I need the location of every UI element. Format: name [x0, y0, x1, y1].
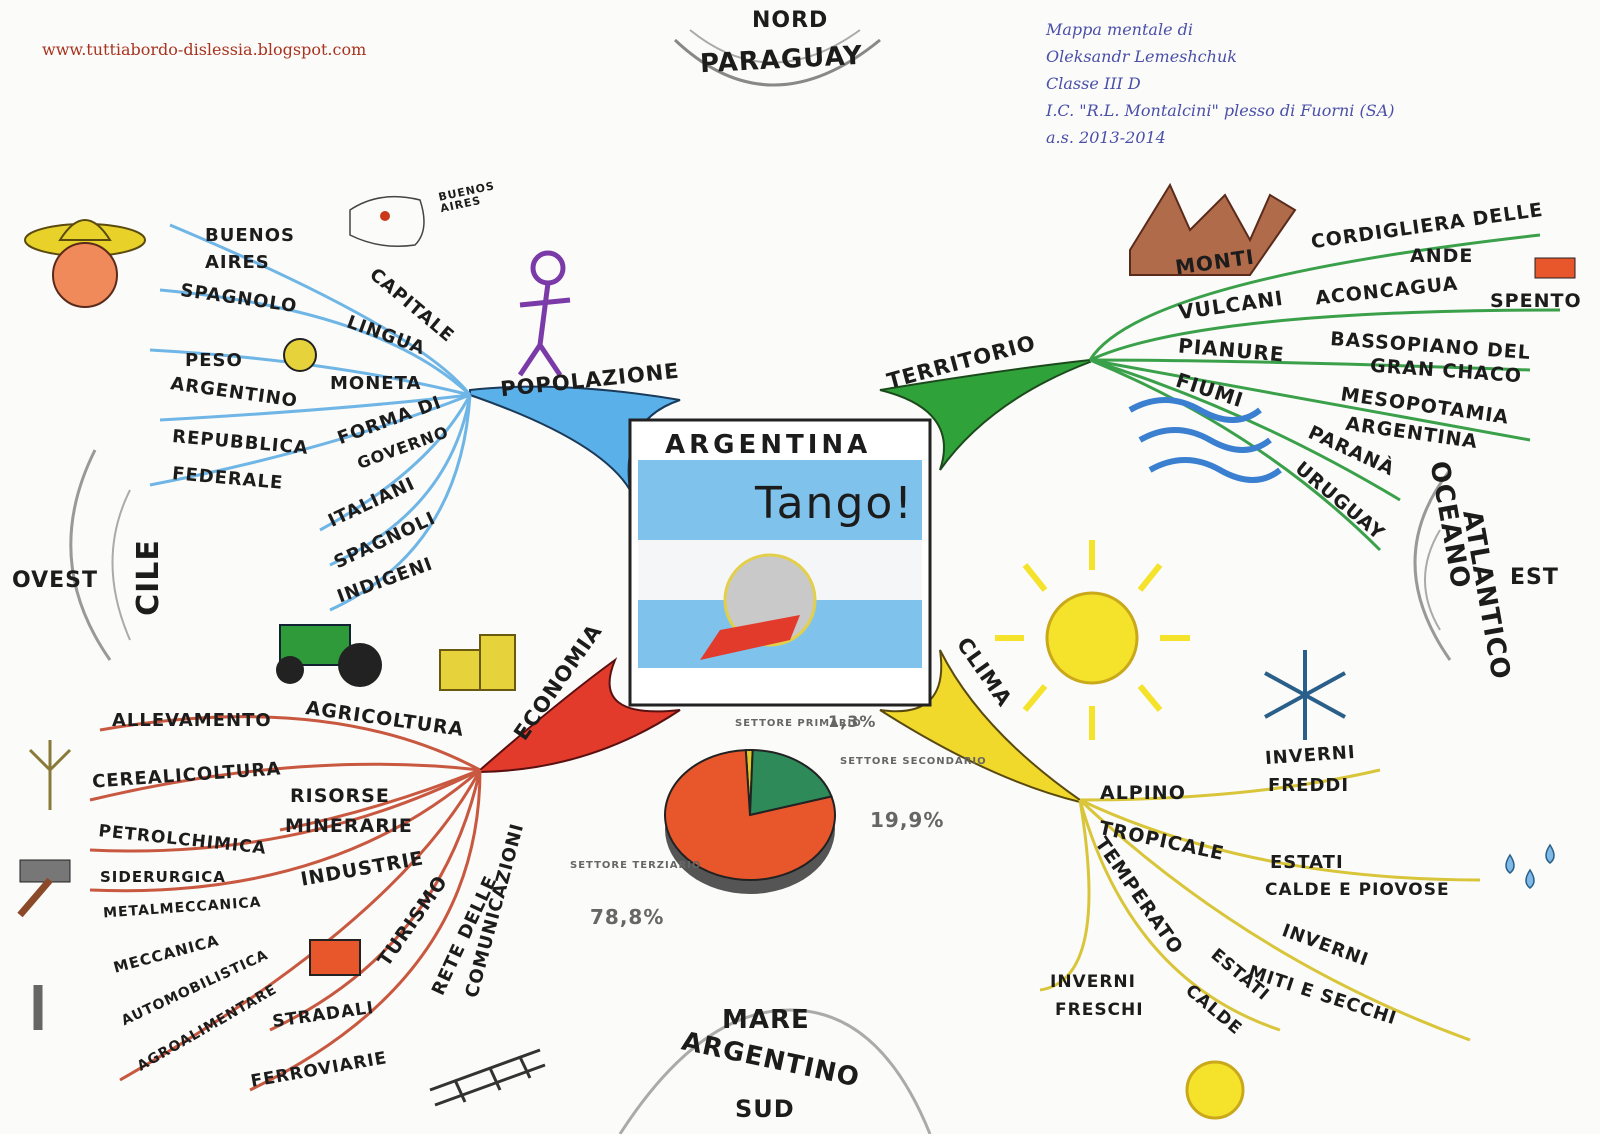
eco-item: RISORSE — [290, 785, 390, 807]
tractor-icon — [276, 624, 382, 687]
economia-wedge — [479, 657, 681, 774]
clima-detail: CALDE E PIOVOSE — [1265, 880, 1450, 900]
economy-pie-chart — [664, 749, 836, 894]
pie-value-primary: 1,3% — [828, 712, 877, 731]
pie-value-tertiary: 78,8% — [590, 905, 665, 929]
north-arc — [673, 38, 881, 87]
pie-label-secondary: SETTORE SECONDARIO — [840, 756, 987, 767]
south-arc — [618, 1008, 932, 1134]
terr-detail: ANDE — [1410, 245, 1474, 267]
buenos-aires-map — [349, 195, 425, 247]
east-label: EST — [1510, 565, 1559, 590]
economia-branches — [89, 715, 482, 1092]
water-icon — [1128, 397, 1262, 423]
eco-item: MINERARIE — [285, 815, 413, 837]
south-label: SUD — [735, 1095, 795, 1123]
pie-value-secondary: 19,9% — [870, 808, 945, 832]
sun-rays — [995, 540, 1190, 740]
raindrops-icon — [1505, 843, 1555, 889]
clima-detail: FREDDI — [1268, 775, 1350, 796]
center-caption: Tango! — [755, 478, 914, 529]
west-arc — [69, 449, 112, 661]
small-sun-icon — [1185, 1060, 1245, 1120]
territorio-wedge — [879, 358, 1091, 471]
blog-url[interactable]: www.tuttiabordo-dislessia.blogspot.com — [42, 40, 367, 59]
clima-item: ALPINO — [1100, 782, 1186, 804]
volcano-label-icon — [1534, 257, 1576, 279]
sun-icon — [1045, 591, 1139, 685]
credits: Mappa mentale di Oleksandr Lemeshchuk Cl… — [1046, 16, 1395, 151]
pop-detail: PESO — [185, 350, 243, 371]
pop-detail: BUENOS — [205, 225, 295, 246]
flag-top-band — [638, 460, 922, 540]
eco-detail: ALLEVAMENTO — [112, 710, 272, 731]
west-label: OVEST — [12, 568, 99, 593]
clima-detail: FRESCHI — [1055, 1000, 1144, 1020]
pop-detail: AIRES — [205, 252, 270, 273]
snowflake-icon — [1264, 650, 1346, 740]
pie-label-tertiary: SETTORE TERZIARIO — [570, 860, 702, 871]
pie-label-primary: SETTORE PRIMARIO — [735, 718, 862, 729]
person-icon — [517, 250, 571, 377]
clima-branches — [1039, 768, 1481, 1042]
mountain-icon — [1129, 182, 1297, 276]
clima-detail: ESTATI — [1270, 852, 1344, 873]
hammer-icon — [17, 859, 71, 918]
terr-detail: SPENTO — [1490, 290, 1582, 312]
eco-detail: SIDERURGICA — [100, 868, 226, 886]
credit-line: Mappa mentale di — [1046, 20, 1193, 39]
credit-line: I.C. "R.L. Montalcini" plesso di Fuorni … — [1046, 101, 1395, 120]
gaucho-face-icon — [24, 219, 146, 308]
south-sea-1: MARE — [722, 1005, 810, 1035]
east-arc — [1413, 469, 1452, 661]
credit-line: Classe III D — [1046, 74, 1141, 93]
tango-dress — [700, 615, 800, 660]
credit-line: Oleksandr Lemeshchuk — [1046, 47, 1237, 66]
credit-line: a.s. 2013-2014 — [1046, 128, 1166, 147]
railway-icon — [429, 1048, 546, 1107]
camera-icon — [309, 939, 361, 976]
plant-icon — [28, 740, 72, 810]
clima-detail: INVERNI — [1050, 972, 1136, 992]
pie-slice-secondary — [748, 749, 833, 817]
north-label: NORD — [752, 8, 829, 33]
west-country: CILE — [130, 539, 166, 616]
center-title: ARGENTINA — [665, 430, 872, 460]
pie-slice-tertiary — [664, 749, 836, 881]
coin-stack-icon — [439, 634, 516, 691]
pop-item: MONETA — [330, 373, 422, 394]
coin-icon — [283, 338, 317, 372]
popolazione-branches — [149, 223, 472, 612]
territorio-branches — [1088, 233, 1561, 552]
